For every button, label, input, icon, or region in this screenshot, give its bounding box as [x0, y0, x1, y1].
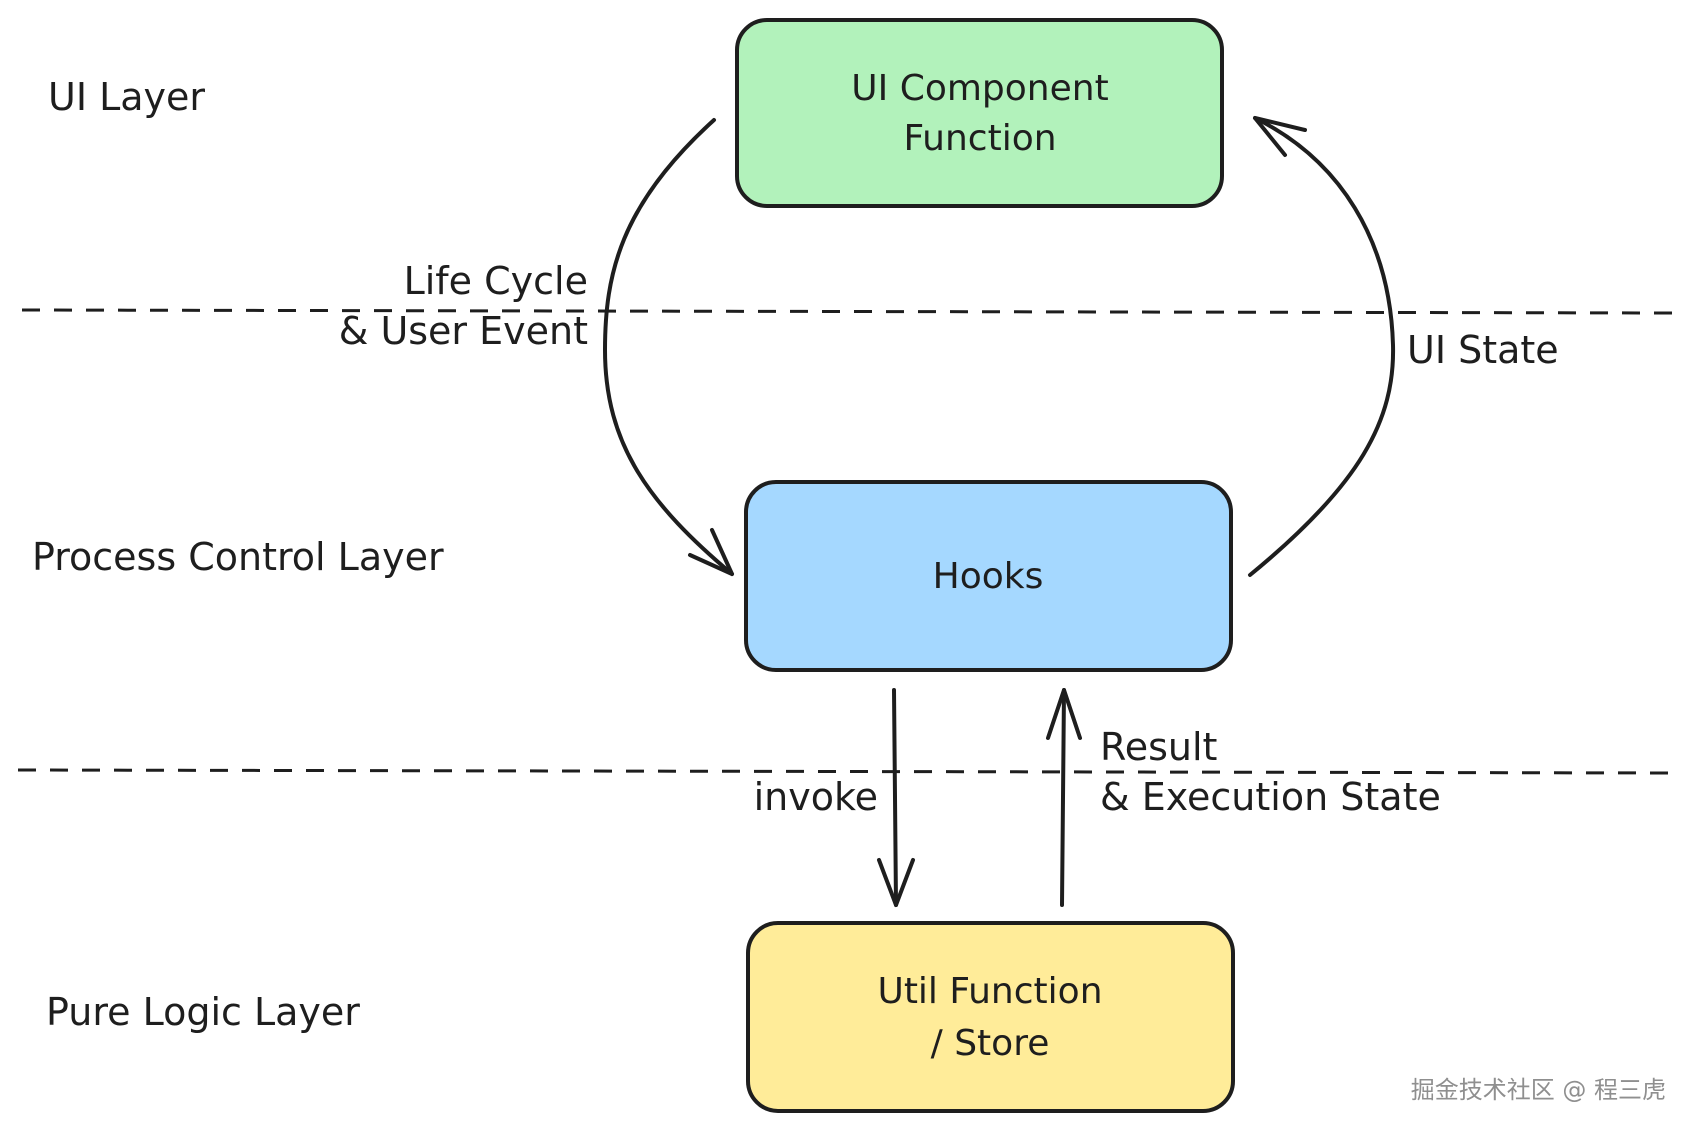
arrow-ui-state-line [1248, 116, 1396, 577]
arrow-result-line [1060, 688, 1066, 907]
hooks-box-shape [744, 480, 1233, 672]
edge-label-result-line2: & Execution State [1100, 775, 1441, 819]
edge-label-ui-state: UI State [1407, 328, 1559, 372]
edge-label-invoke: invoke [754, 775, 878, 819]
edge-label-lifecycle-line2: & User Event [339, 309, 588, 353]
util-box-label-line2: / Store [931, 1023, 1050, 1064]
watermark: 掘金技术社区 @ 程三虎 [1411, 1076, 1666, 1104]
arrow-invoke-head [877, 858, 915, 907]
arrow-lifecycle [603, 118, 734, 576]
ui-component-box-label-line2: Function [903, 118, 1056, 159]
arrow-lifecycle-head [688, 528, 734, 576]
layer-label-process: Process Control Layer [32, 535, 444, 579]
ui-component-box: UI Component Function [735, 18, 1224, 208]
ui-component-box-shape [735, 18, 1224, 208]
arrow-result [1046, 688, 1082, 907]
arrow-lifecycle-line [603, 118, 734, 576]
layer-label-ui: UI Layer [48, 75, 205, 119]
layer-label-logic: Pure Logic Layer [46, 990, 360, 1034]
arrow-ui-state-head [1253, 116, 1307, 157]
arrow-result-head [1046, 688, 1082, 740]
hooks-box-label: Hooks [933, 556, 1044, 597]
arrow-ui-state [1248, 116, 1396, 577]
hooks-box: Hooks [744, 480, 1233, 672]
util-box: Util Function / Store [746, 921, 1235, 1113]
arrow-invoke [877, 688, 915, 907]
layer-separator-top [21, 308, 1673, 315]
util-box-shape [746, 921, 1235, 1113]
ui-component-box-label-line1: UI Component [851, 68, 1108, 109]
layer-separator-bottom [17, 768, 1673, 775]
util-box-label-line1: Util Function [877, 971, 1102, 1012]
edge-label-lifecycle-line1: Life Cycle [404, 259, 588, 303]
edge-label-result-line1: Result [1100, 725, 1217, 769]
arrow-invoke-line [892, 688, 898, 907]
